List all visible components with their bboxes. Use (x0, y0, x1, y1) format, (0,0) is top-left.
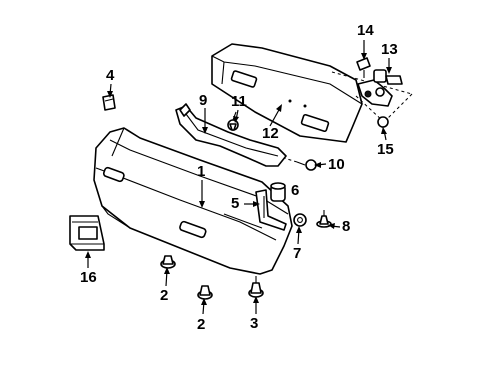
callout-14: 14 (357, 22, 374, 39)
bolt-part-10 (283, 157, 317, 171)
nut-part-7 (293, 213, 307, 227)
push-clip-part-3 (248, 276, 264, 298)
bolt-part-11 (227, 111, 239, 131)
push-clip-part-2a (160, 255, 176, 269)
bumper-cover-part-1 (93, 127, 293, 275)
callout-5: 5 (231, 195, 240, 212)
callout-6: 6 (291, 182, 300, 199)
callout-11: 11 (231, 93, 247, 110)
callout-8: 8 (342, 218, 351, 235)
callout-15: 15 (377, 141, 394, 158)
screw-part-14 (356, 57, 371, 78)
push-clip-part-2b (197, 285, 213, 300)
clip-part-4 (102, 94, 116, 111)
callout-7: 7 (293, 245, 302, 262)
plate-bracket-part-16 (69, 215, 105, 251)
callout-2a: 2 (160, 287, 169, 304)
impact-bar-part-12 (211, 43, 363, 143)
callout-9: 9 (199, 92, 208, 109)
bracket-part-9 (175, 103, 287, 167)
callout-16: 16 (80, 269, 97, 286)
callout-10: 10 (328, 156, 345, 173)
push-pin-part-8 (316, 210, 332, 228)
callout-4: 4 (106, 67, 115, 84)
spacer-part-6 (270, 182, 286, 202)
leader-lines (85, 40, 392, 315)
callout-3: 3 (250, 315, 259, 332)
callout-2b: 2 (197, 316, 206, 333)
callout-13: 13 (381, 41, 398, 58)
callout-1: 1 (197, 163, 206, 180)
bracket-part-5 (255, 189, 287, 231)
callout-12: 12 (262, 125, 279, 142)
